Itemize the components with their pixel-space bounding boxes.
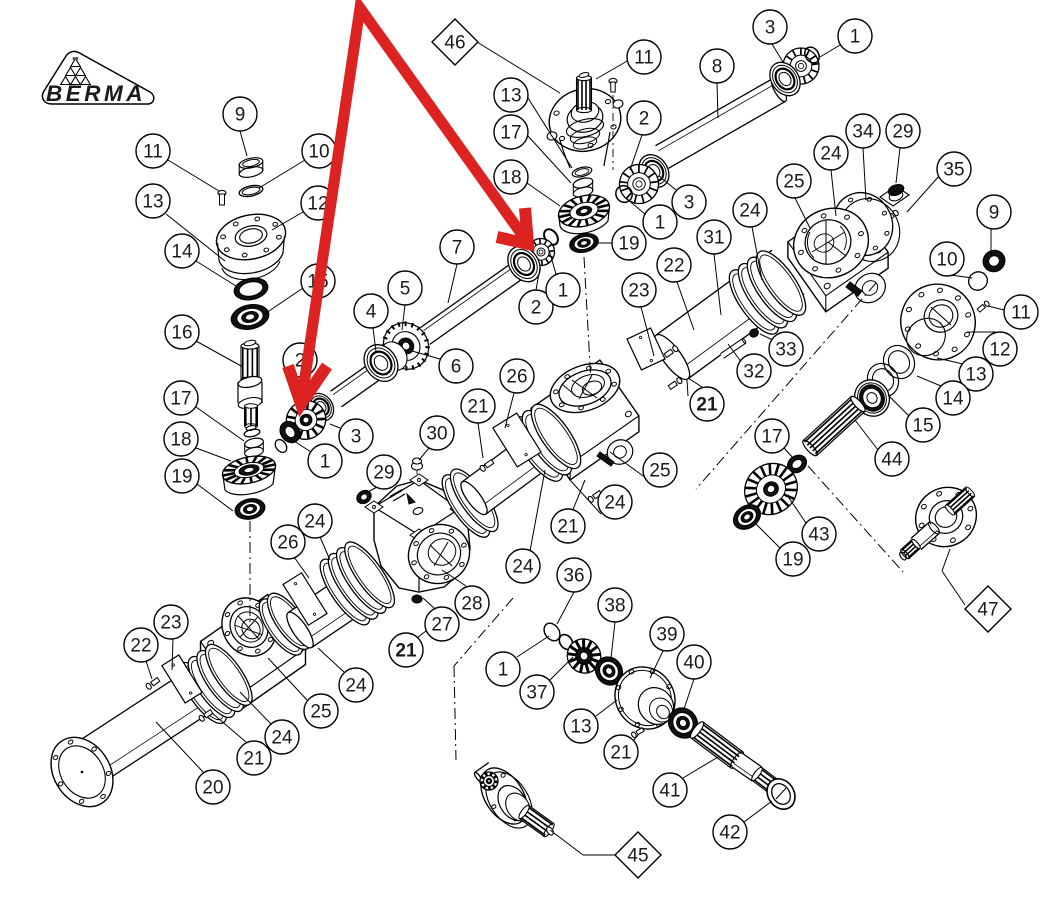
svg-text:7: 7: [452, 238, 463, 259]
svg-text:16: 16: [171, 323, 192, 344]
svg-text:24: 24: [820, 144, 842, 165]
svg-text:3: 3: [684, 193, 695, 214]
svg-text:36: 36: [563, 566, 584, 587]
svg-text:27: 27: [431, 615, 452, 636]
svg-text:13: 13: [500, 86, 521, 107]
svg-text:11: 11: [1011, 303, 1031, 324]
svg-text:21: 21: [610, 743, 631, 764]
svg-text:25: 25: [310, 702, 331, 723]
svg-text:5: 5: [400, 279, 411, 300]
svg-text:21: 21: [395, 641, 417, 662]
svg-text:40: 40: [683, 653, 704, 674]
svg-text:21: 21: [557, 517, 578, 538]
svg-text:15: 15: [912, 416, 933, 437]
svg-text:22: 22: [130, 636, 151, 657]
svg-text:18: 18: [170, 430, 191, 451]
svg-text:24: 24: [604, 493, 626, 514]
svg-text:43: 43: [808, 525, 829, 546]
svg-text:21: 21: [243, 749, 264, 770]
svg-text:1: 1: [655, 213, 666, 234]
svg-text:BERMA: BERMA: [46, 81, 146, 106]
svg-text:25: 25: [783, 172, 804, 193]
svg-text:42: 42: [719, 823, 740, 844]
svg-text:37: 37: [526, 683, 547, 704]
svg-text:25: 25: [649, 461, 670, 482]
svg-text:23: 23: [160, 613, 181, 634]
svg-text:8: 8: [712, 57, 723, 78]
svg-text:24: 24: [304, 512, 326, 533]
svg-text:3: 3: [765, 18, 776, 39]
svg-text:24: 24: [739, 201, 761, 222]
svg-text:11: 11: [143, 142, 163, 163]
svg-text:29: 29: [373, 463, 394, 484]
svg-text:19: 19: [618, 234, 639, 255]
svg-text:17: 17: [170, 389, 191, 410]
svg-text:14: 14: [942, 389, 964, 410]
svg-text:44: 44: [881, 450, 903, 471]
svg-text:24: 24: [271, 728, 293, 749]
svg-text:13: 13: [142, 192, 163, 213]
svg-text:2: 2: [639, 109, 650, 130]
svg-text:28: 28: [461, 594, 482, 615]
svg-text:26: 26: [277, 533, 298, 554]
svg-text:17: 17: [500, 123, 521, 144]
svg-text:20: 20: [202, 778, 223, 799]
svg-text:9: 9: [235, 105, 246, 126]
svg-text:33: 33: [775, 340, 796, 361]
svg-text:46: 46: [444, 33, 465, 54]
svg-text:19: 19: [782, 550, 803, 571]
svg-text:22: 22: [663, 256, 684, 277]
svg-text:24: 24: [512, 557, 534, 578]
svg-text:38: 38: [604, 596, 625, 617]
svg-text:23: 23: [628, 281, 649, 302]
svg-text:31: 31: [703, 228, 724, 249]
svg-text:30: 30: [426, 424, 447, 445]
svg-text:39: 39: [656, 625, 677, 646]
svg-text:2: 2: [531, 298, 542, 319]
svg-text:3: 3: [351, 427, 362, 448]
svg-text:19: 19: [171, 467, 192, 488]
svg-text:18: 18: [500, 168, 521, 189]
svg-text:1: 1: [558, 281, 569, 302]
svg-text:1: 1: [320, 452, 331, 473]
svg-text:10: 10: [936, 250, 957, 271]
svg-text:1: 1: [498, 660, 509, 681]
svg-text:47: 47: [977, 600, 998, 621]
svg-text:6: 6: [451, 357, 462, 378]
svg-text:24: 24: [345, 676, 367, 697]
svg-text:21: 21: [696, 395, 718, 416]
svg-text:35: 35: [943, 160, 964, 181]
svg-text:41: 41: [659, 781, 680, 802]
svg-text:34: 34: [852, 122, 874, 143]
svg-text:45: 45: [627, 846, 648, 867]
svg-text:29: 29: [892, 122, 913, 143]
svg-text:10: 10: [308, 142, 329, 163]
svg-text:12: 12: [989, 340, 1010, 361]
svg-text:11: 11: [634, 48, 654, 69]
svg-text:14: 14: [171, 242, 193, 263]
svg-text:13: 13: [570, 717, 591, 738]
svg-text:4: 4: [366, 302, 377, 323]
svg-text:1: 1: [850, 27, 861, 48]
svg-text:13: 13: [965, 365, 986, 386]
svg-text:26: 26: [506, 367, 527, 388]
svg-text:9: 9: [989, 203, 1000, 224]
svg-text:17: 17: [761, 427, 782, 448]
svg-text:32: 32: [743, 362, 764, 383]
svg-text:21: 21: [467, 397, 488, 418]
